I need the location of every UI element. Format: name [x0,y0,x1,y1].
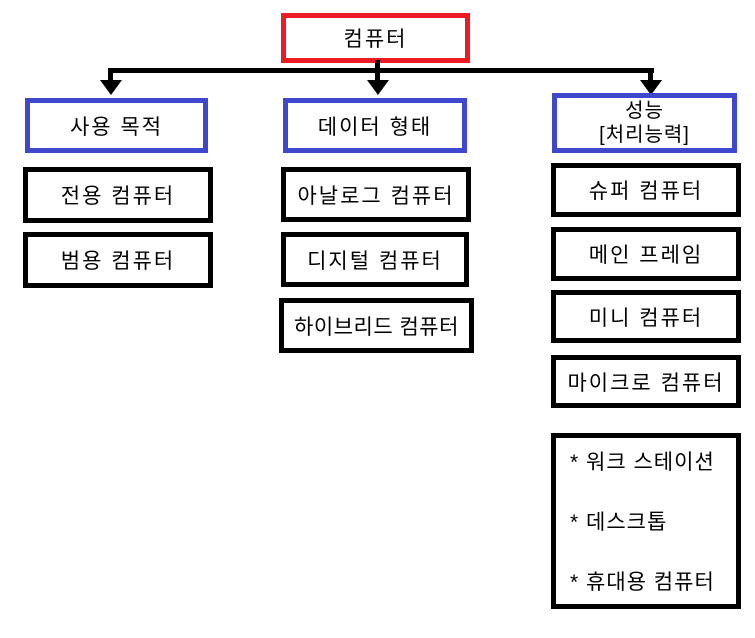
category-label-line1: 성능 [625,100,664,122]
node-analog-computer: 아날로그 컴퓨터 [281,167,471,222]
connector-stem-left [108,68,113,82]
note-portable-computer: * 휴대용 컴퓨터 [570,571,715,594]
connector-stem-right [648,68,653,82]
note-desktop: * 데스크톱 [570,511,668,534]
category-label: 사용 목적 [69,115,164,139]
down-arrow-icon [100,80,122,95]
category-usage-purpose: 사용 목적 [25,98,208,153]
node-label: 메인 프레임 [588,244,704,267]
node-label: 전용 컴퓨터 [60,185,176,208]
node-hybrid-computer: 하이브리드 컴퓨터 [279,298,474,353]
node-micro-computer: 마이크로 컴퓨터 [551,355,741,408]
node-label: 아날로그 컴퓨터 [297,184,455,208]
node-super-computer: 슈퍼 컴퓨터 [551,163,741,217]
node-digital-computer: 디지털 컴퓨터 [281,232,469,287]
node-mainframe: 메인 프레임 [551,227,741,281]
connector-stem-center [375,60,380,82]
note-workstation: * 워크 스테이션 [570,451,715,474]
down-arrow-icon [367,80,389,95]
root-node-label: 컴퓨터 [343,28,408,51]
category-performance: 성능 [처리능력] [552,93,737,153]
node-mini-computer: 미니 컴퓨터 [551,290,741,343]
node-label: 미니 컴퓨터 [588,306,704,330]
micro-computer-notes-box: * 워크 스테이션 * 데스크톱 * 휴대용 컴퓨터 [551,433,741,609]
node-label: 범용 컴퓨터 [60,250,176,273]
node-label: 디지털 컴퓨터 [307,249,443,273]
down-arrow-icon [640,80,662,95]
category-label: 데이터 형태 [317,115,433,139]
root-node-computer: 컴퓨터 [281,13,470,63]
category-data-type: 데이터 형태 [283,98,467,153]
node-label: 하이브리드 컴퓨터 [294,315,459,339]
node-general-purpose-computer: 범용 컴퓨터 [23,232,213,288]
node-dedicated-computer: 전용 컴퓨터 [23,167,213,223]
connector-horizontal-line [108,68,654,73]
category-label-line2: [처리능력] [599,124,690,146]
node-label: 마이크로 컴퓨터 [567,371,725,395]
node-label: 슈퍼 컴퓨터 [588,180,704,203]
